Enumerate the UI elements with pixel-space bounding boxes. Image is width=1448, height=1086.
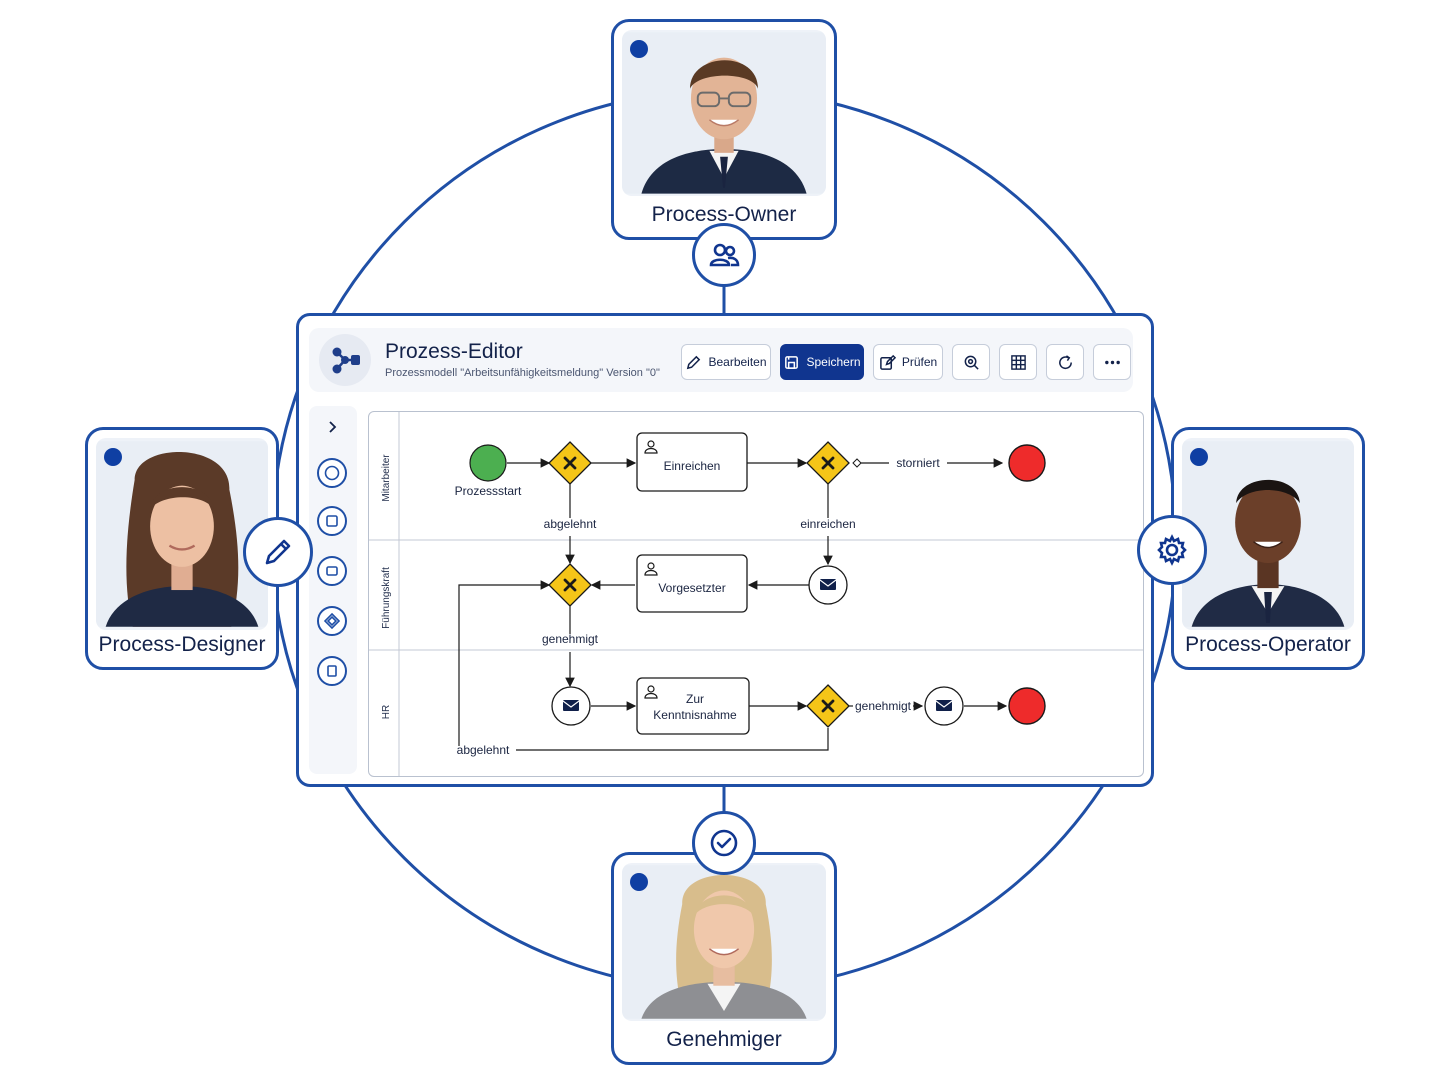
task-note-label-line1: Zur: [686, 692, 704, 706]
save-button-label: Speichern: [806, 355, 861, 369]
more-button[interactable]: [1093, 344, 1131, 380]
edit-button[interactable]: Bearbeiten: [681, 344, 771, 380]
zoom-button[interactable]: [952, 344, 990, 380]
persona-name: Process-Designer: [98, 633, 266, 656]
editor-header: Prozess-Editor Prozessmodell "Arbeitsunf…: [309, 328, 1133, 392]
edge-label-approved-mid: genehmigt: [542, 632, 599, 646]
persona-name: Process-Owner: [651, 203, 797, 226]
subprocess-tool-icon[interactable]: [317, 556, 347, 586]
edit-square-icon: [879, 354, 896, 370]
status-dot: [1190, 448, 1208, 466]
users-icon[interactable]: [692, 223, 756, 287]
pencil-icon[interactable]: [243, 517, 313, 587]
designer-photo: [96, 438, 268, 630]
editor-title: Prozess-Editor: [385, 340, 523, 363]
more-icon: [1104, 360, 1120, 364]
persona-name: Process-Operator: [1185, 633, 1351, 656]
owner-photo: [622, 30, 826, 196]
process-editor-window: Prozess-Editor Prozessmodell "Arbeitsunf…: [296, 313, 1154, 787]
chevron-right-icon[interactable]: [317, 412, 347, 442]
edge-label-rejected-bottom: abgelehnt: [457, 743, 510, 757]
refresh-button[interactable]: [1046, 344, 1084, 380]
edit-button-label: Bearbeiten: [708, 355, 767, 369]
persona-card-approver[interactable]: Genehmiger: [611, 852, 837, 1065]
lane-label-hr: HR: [381, 705, 392, 719]
process-logo-icon: [319, 334, 371, 386]
check-button[interactable]: Prüfen: [873, 344, 943, 380]
circle-tool-icon[interactable]: [317, 458, 347, 488]
editor-subtitle: Prozessmodell "Arbeitsunfähigkeitsmeldun…: [385, 367, 660, 379]
zoom-icon: [964, 355, 979, 370]
refresh-icon: [1058, 354, 1072, 369]
persona-card-operator[interactable]: Process-Operator: [1171, 427, 1365, 670]
data-tool-icon[interactable]: [317, 656, 347, 686]
gear-icon[interactable]: [1137, 515, 1207, 585]
edge-label-rejected-top: abgelehnt: [544, 517, 597, 531]
save-icon: [785, 355, 799, 369]
grid-button[interactable]: [999, 344, 1037, 380]
operator-photo: [1182, 438, 1354, 630]
persona-card-owner[interactable]: Process-Owner: [611, 19, 837, 240]
tool-palette: [309, 406, 357, 774]
diagram-canvas[interactable]: Mitarbeiter Führungskraft HR: [368, 411, 1144, 777]
check-button-label: Prüfen: [901, 355, 938, 369]
persona-name: Genehmiger: [666, 1028, 782, 1051]
task-tool-icon[interactable]: [317, 506, 347, 536]
lane-label-employee: Mitarbeiter: [381, 454, 392, 502]
edge-label-cancelled: storniert: [896, 456, 940, 470]
gateway-tool-icon[interactable]: [317, 606, 347, 636]
pencil-icon: [687, 355, 701, 369]
approver-photo: [622, 863, 826, 1021]
save-button[interactable]: Speichern: [780, 344, 864, 380]
task-note-label-line2: Kenntnisnahme: [653, 708, 737, 722]
status-dot: [630, 873, 648, 891]
status-dot: [630, 40, 648, 58]
edge-label-approved-hr: genehmigt: [855, 699, 912, 713]
task-supervisor-label: Vorgesetzter: [658, 581, 725, 595]
task-submit-label: Einreichen: [664, 459, 721, 473]
check-circle-icon[interactable]: [692, 811, 756, 875]
lane-label-manager: Führungskraft: [381, 567, 392, 629]
start-event-label: Prozessstart: [455, 484, 522, 498]
edge-label-submit: einreichen: [800, 517, 855, 531]
grid-icon: [1010, 354, 1026, 370]
status-dot: [104, 448, 122, 466]
